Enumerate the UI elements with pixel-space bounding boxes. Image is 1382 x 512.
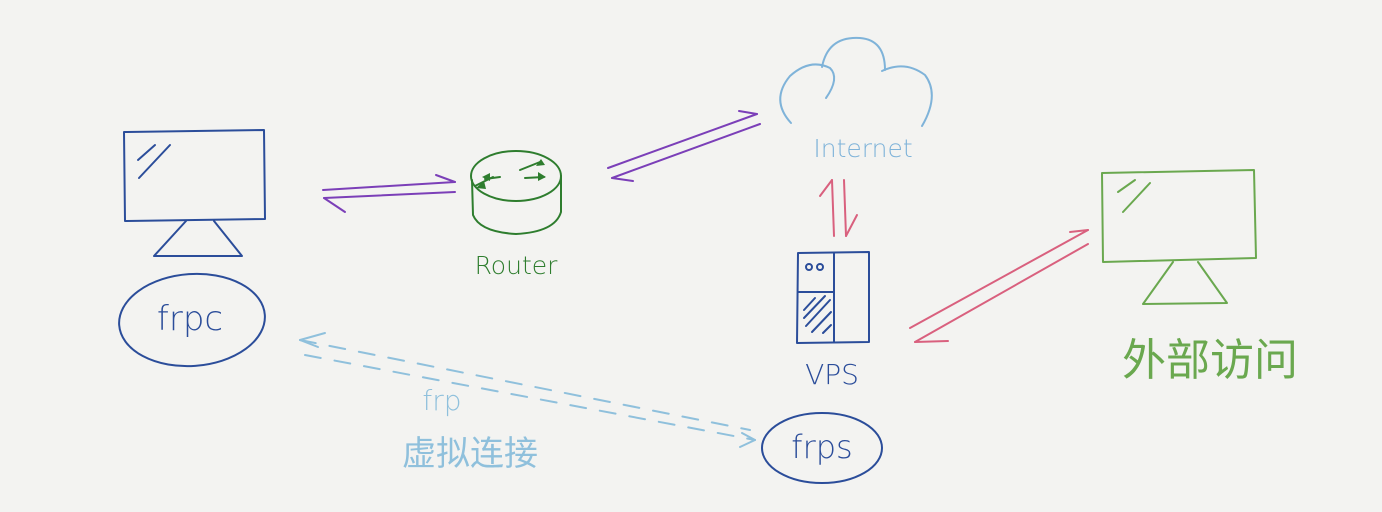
server-icon xyxy=(796,251,870,344)
internet-vps-link xyxy=(819,179,858,237)
monitor-icon xyxy=(123,129,266,257)
client-router-link xyxy=(322,174,456,213)
frp-link-label: frp xyxy=(422,384,461,417)
router-arrowheads xyxy=(476,159,546,189)
router-label: Router xyxy=(475,251,559,280)
internet-label: Internet xyxy=(813,134,912,163)
vps-node: VPS frps xyxy=(761,251,883,484)
frp-virtual-link: frp 虚拟连接 xyxy=(299,332,756,474)
router-icon xyxy=(470,150,562,235)
vps-label: VPS xyxy=(805,358,859,391)
external-node: 外部访问 xyxy=(1101,169,1298,386)
router-node: Router xyxy=(470,150,562,280)
cloud-icon xyxy=(779,36,933,127)
virtual-connection-label: 虚拟连接 xyxy=(402,434,538,474)
monitor-icon xyxy=(1101,169,1257,305)
frpc-label: frpc xyxy=(157,299,223,339)
internet-node: Internet xyxy=(779,36,933,163)
frpc-badge-outline xyxy=(118,272,266,368)
client-node: frpc xyxy=(118,129,266,368)
router-internet-link xyxy=(607,110,761,182)
external-label: 外部访问 xyxy=(1122,335,1298,386)
frps-label: frps xyxy=(791,428,852,466)
frps-badge-outline xyxy=(761,412,883,484)
vps-external-link xyxy=(909,229,1089,343)
